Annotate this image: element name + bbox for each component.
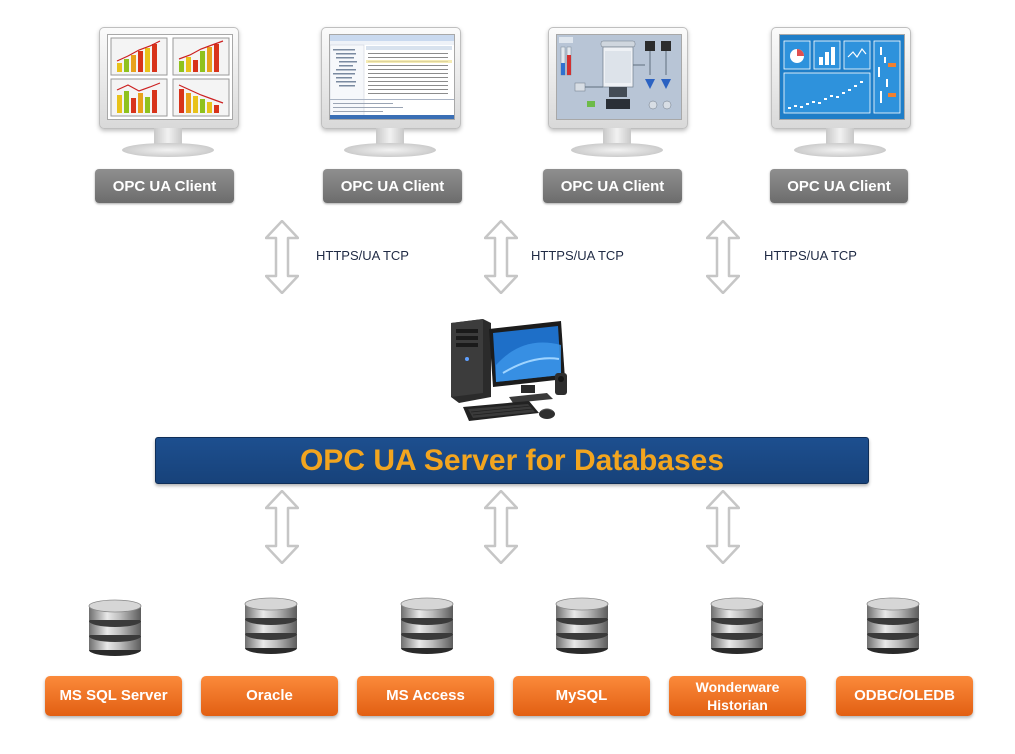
db-label-text-line2: Historian — [707, 697, 768, 713]
db-label-text: ODBC/OLEDB — [854, 687, 955, 704]
double-arrow-icon — [265, 220, 299, 294]
db-label-text: Wonderware — [695, 679, 780, 695]
client-label-4: OPC UA Client — [770, 169, 908, 203]
client-label-3: OPC UA Client — [543, 169, 682, 203]
chart-panel-br — [172, 78, 230, 117]
dashboard-screen — [779, 34, 905, 120]
double-arrow-icon — [265, 490, 299, 564]
db-label-ms-sql-server: MS SQL Server — [45, 676, 182, 716]
database-icon — [397, 592, 457, 656]
db-label-text: MySQL — [555, 687, 608, 704]
chart-panel-bl — [110, 78, 168, 117]
protocol-label-2: HTTPS/UA TCP — [531, 248, 624, 263]
database-icon — [707, 592, 767, 656]
database-icon — [552, 592, 612, 656]
client-label-1: OPC UA Client — [95, 169, 234, 203]
double-arrow-icon — [484, 490, 518, 564]
table-screen — [329, 34, 455, 120]
protocol-label-3: HTTPS/UA TCP — [764, 248, 857, 263]
server-computer-icon — [451, 319, 567, 421]
client-monitor-1 — [94, 27, 244, 162]
db-label-text: MS Access — [386, 687, 465, 704]
client-label-2: OPC UA Client — [323, 169, 462, 203]
chart-panel-tr — [172, 37, 230, 76]
db-label-text: MS SQL Server — [59, 687, 168, 704]
client-monitor-4 — [766, 27, 916, 162]
scada-screen — [556, 34, 682, 120]
chart-panel-tl — [110, 37, 168, 76]
db-label-mysql: MySQL — [513, 676, 650, 716]
db-label-odbc-oledb: ODBC/OLEDB — [836, 676, 973, 716]
charts-screen — [107, 34, 233, 120]
client-monitor-2 — [316, 27, 466, 162]
database-icon — [863, 592, 923, 656]
server-banner: OPC UA Server for Databases — [155, 437, 869, 484]
double-arrow-icon — [706, 220, 740, 294]
db-label-wonderware-historian: Wonderware Historian — [669, 676, 806, 716]
server-title: OPC UA Server for Databases — [299, 443, 725, 477]
double-arrow-icon — [484, 220, 518, 294]
db-label-text: Oracle — [246, 687, 293, 704]
protocol-label-1: HTTPS/UA TCP — [316, 248, 409, 263]
database-icon — [85, 594, 145, 658]
db-label-ms-access: MS Access — [357, 676, 494, 716]
client-monitor-3 — [543, 27, 693, 162]
double-arrow-icon — [706, 490, 740, 564]
database-icon — [241, 592, 301, 656]
db-label-oracle: Oracle — [201, 676, 338, 716]
